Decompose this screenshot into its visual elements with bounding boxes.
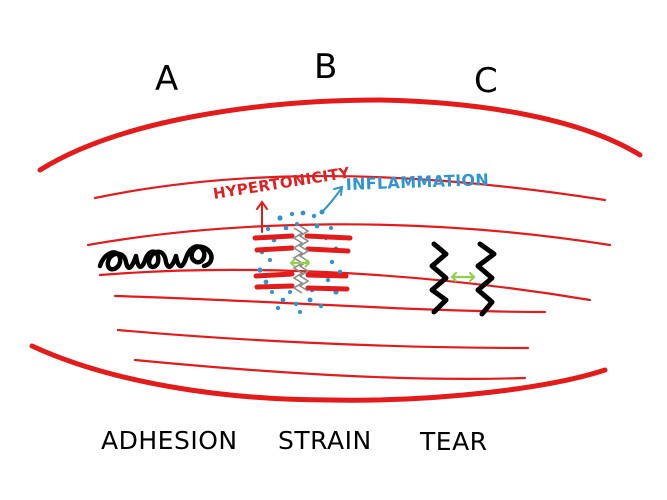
muscle-fibers [29,97,643,403]
fiber-line-3 [98,268,592,302]
caption-tear: TEAR [419,427,488,456]
fiber-line-2 [86,223,612,247]
adhesion-scribble [97,244,214,272]
stretched-tissue-zigzag [292,227,304,294]
strain-gap-arrow [289,258,311,268]
caption-adhesion: ADHESION [101,426,238,455]
muscle-outline-top [37,97,643,173]
muscle-outline-bottom [29,343,608,403]
inflammation-label: INFLAMMATION [345,170,489,194]
torn-fiber-end-left [429,241,449,315]
fiber-line-6 [133,358,527,380]
caption-strain: STRAIN [278,426,372,455]
fiber-line-5 [116,328,530,350]
tear-gap-arrow [450,271,476,283]
torn-fiber-end-right [475,241,497,317]
hypertonicity-label: HYPERTONICITY [212,163,352,203]
tear-site [429,241,497,317]
inflammation-arrow [321,185,344,213]
column-label-a: A [155,59,178,99]
fiber-line-4 [113,294,547,314]
hypertonicity-arrow [256,200,268,233]
stretched-tissue-zigzag-2 [298,225,310,292]
column-label-b: B [314,47,337,87]
column-label-c: C [474,61,498,101]
strain-site [252,185,353,314]
fiber-line-1 [93,174,607,202]
inflammation-dots [257,209,343,314]
strained-fibers [252,233,353,292]
